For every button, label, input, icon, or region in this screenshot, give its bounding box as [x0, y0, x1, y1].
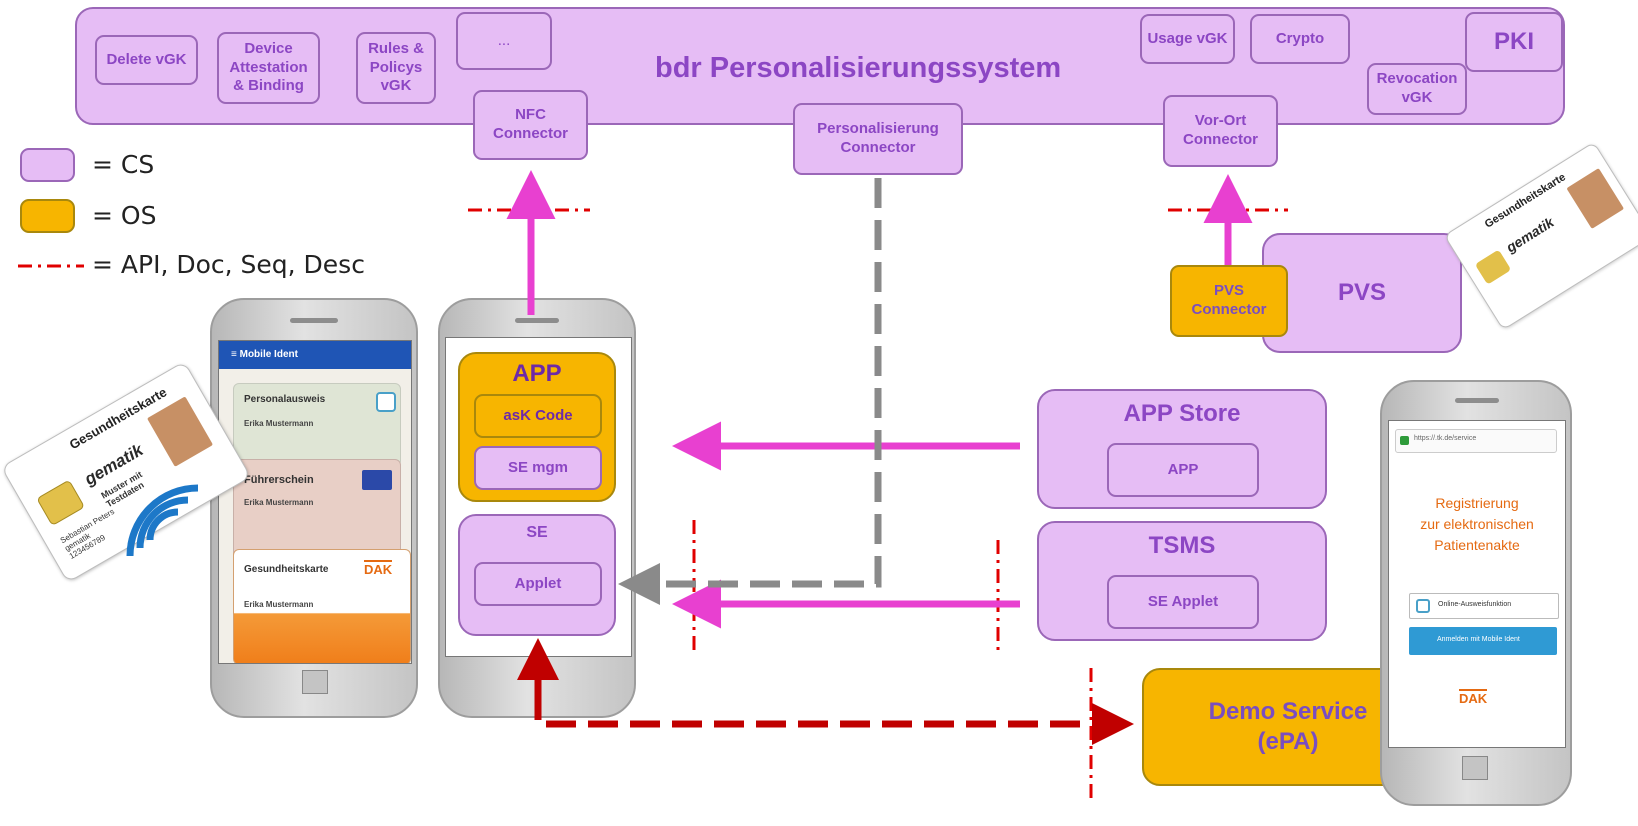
- legend-os-swatch: [20, 199, 75, 233]
- ask-code-box: asK Code: [474, 394, 602, 438]
- module-delete-vgk: Delete vGK: [95, 35, 198, 85]
- tsms-title: TSMS: [1148, 532, 1216, 559]
- personalisierung-connector: Personalisierung Connector: [793, 103, 963, 175]
- gesundheitskarte-card-name: Erika Mustermann: [244, 600, 314, 609]
- eu-flag-icon: [362, 470, 392, 490]
- left-phone-screen: ≡ Mobile Ident Personalausweis Erika Mus…: [218, 340, 412, 664]
- fuehrerschein-name: Erika Mustermann: [244, 498, 314, 507]
- online-ausweis-button[interactable]: Online-Ausweisfunktion: [1409, 593, 1559, 619]
- pvs-panel: PVS: [1262, 233, 1462, 353]
- right-phone-home-button: [1462, 756, 1488, 780]
- module-crypto: Crypto: [1250, 14, 1350, 64]
- fuehrerschein-title: Führerschein: [244, 474, 314, 486]
- eid-icon: [376, 392, 396, 412]
- app-store-title: APP Store: [1123, 400, 1241, 427]
- module-device-attestation: Device Attestation & Binding: [217, 32, 320, 104]
- module-pki: PKI: [1465, 12, 1563, 72]
- gesundheitskarte-card-title: Gesundheitskarte: [244, 564, 329, 575]
- online-ausweis-label: Online-Ausweisfunktion: [1438, 601, 1512, 608]
- gesundheitskarte-card: Gesundheitskarte DAK Erika Mustermann: [233, 549, 411, 663]
- browser-url-bar: https://.tk.de/service: [1395, 429, 1557, 453]
- pvs-connector: PVS Connector: [1170, 265, 1288, 337]
- legend-cs-label: = CS: [92, 150, 155, 179]
- legend-api-label: = API, Doc, Seq, Desc: [92, 250, 365, 279]
- mobile-ident-header: ≡ Mobile Ident: [219, 341, 411, 369]
- mobile-ident-login-label: Anmelden mit Mobile Ident: [1437, 636, 1520, 643]
- app-store-app-item: APP: [1107, 443, 1259, 497]
- applet-box: Applet: [474, 562, 602, 606]
- mobile-ident-login-button[interactable]: Anmelden mit Mobile Ident: [1409, 627, 1557, 655]
- app-label: APP: [512, 360, 562, 387]
- vor-ort-connector: Vor-Ort Connector: [1163, 95, 1278, 167]
- center-phone-speaker: [515, 318, 559, 323]
- right-dak-logo: DAK: [1459, 689, 1488, 706]
- module-revocation-vgk: Revocation vGK: [1367, 63, 1467, 115]
- registrierung-title: Registrierung zur elektronischen Patient…: [1420, 495, 1534, 553]
- se-mgm-box: SE mgm: [474, 446, 602, 490]
- module-ellipsis: ...: [456, 12, 552, 70]
- legend-os-label: = OS: [92, 201, 157, 230]
- left-phone-speaker: [290, 318, 338, 323]
- se-label: SE: [526, 524, 548, 541]
- gray-dashed-personalisierung-to-applet: [618, 178, 882, 605]
- nfc-connector: NFC Connector: [473, 90, 588, 160]
- secure-lock-icon: [1400, 436, 1409, 445]
- dak-logo: DAK: [364, 560, 393, 577]
- right-phone-speaker: [1455, 398, 1499, 403]
- dashed-se-to-demo-service: [534, 690, 1134, 745]
- browser-url: https://.tk.de/service: [1414, 435, 1477, 442]
- online-ausweis-icon: [1416, 599, 1430, 613]
- personalausweis-card: Personalausweis Erika Mustermann: [233, 383, 401, 467]
- left-phone-home-button: [302, 670, 328, 694]
- nfc-wave-icon: [126, 484, 199, 557]
- personalausweis-name: Erika Mustermann: [244, 419, 314, 428]
- right-phone-screen: https://.tk.de/service Registrierung zur…: [1388, 420, 1566, 748]
- personalausweis-title: Personalausweis: [244, 394, 326, 405]
- tsms-se-applet-item: SE Applet: [1107, 575, 1259, 629]
- module-usage-vgk: Usage vGK: [1140, 14, 1235, 64]
- module-rules-policys: Rules & Policys vGK: [356, 32, 436, 104]
- legend-cs-swatch: [20, 148, 75, 182]
- system-title: bdr Personalisierungssystem: [655, 52, 1062, 84]
